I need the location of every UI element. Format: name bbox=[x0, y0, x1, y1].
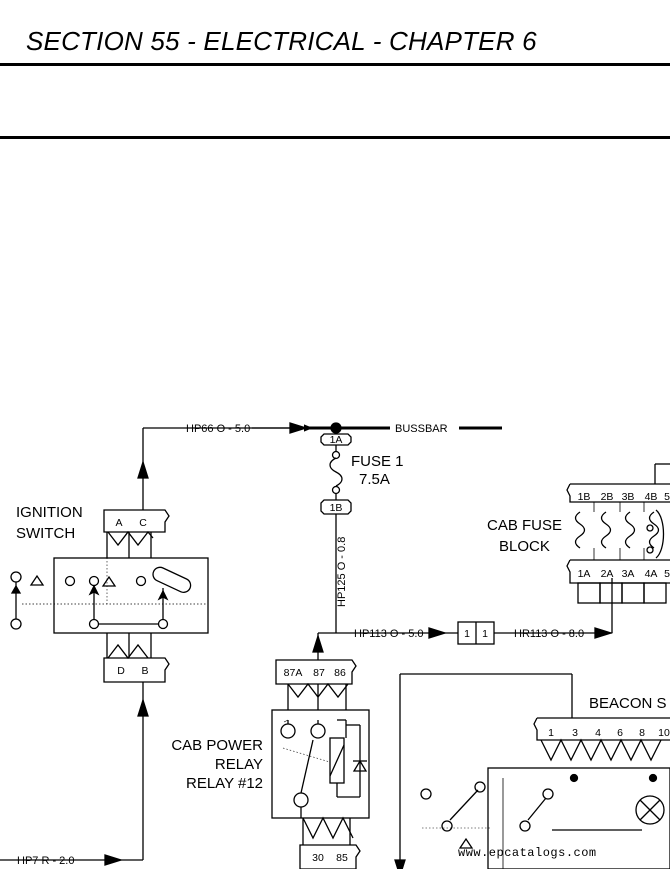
wire-label-hp66: HP66 O - 5.0 bbox=[186, 423, 250, 435]
inline-connector-right: 1 bbox=[482, 628, 488, 640]
beacon-pin: 4 bbox=[595, 727, 601, 739]
cab-power-relay bbox=[271, 659, 370, 869]
relay-label-2: RELAY bbox=[215, 756, 263, 773]
section-title: SECTION 55 - ELECTRICAL - CHAPTER 6 bbox=[26, 26, 537, 56]
fuse-rating: 7.5A bbox=[359, 471, 390, 488]
cab-fuse-block-label-2: BLOCK bbox=[499, 538, 550, 555]
ignition-pin-c: C bbox=[139, 517, 147, 529]
fuse-block-pin: 1A bbox=[578, 568, 591, 580]
fuse-block-pin: 1B bbox=[578, 491, 591, 503]
beacon-pin: 3 bbox=[572, 727, 578, 739]
fuse-block-pin: 4B bbox=[645, 491, 658, 503]
beacon-pin: 6 bbox=[617, 727, 623, 739]
relay-label-3: RELAY #12 bbox=[186, 775, 263, 792]
relay-pin-30: 30 bbox=[312, 852, 324, 864]
relay-label-1: CAB POWER bbox=[171, 737, 263, 754]
watermark: www.epcatalogs.com bbox=[458, 846, 597, 860]
beacon-pin: 10 bbox=[658, 727, 670, 739]
header-rule-top bbox=[0, 63, 670, 66]
ignition-pin-a: A bbox=[115, 517, 122, 529]
wire-label-hr113: HR113 O - 8.0 bbox=[514, 628, 584, 640]
header-rule-bottom bbox=[0, 136, 670, 139]
relay-pin-87a: 87A bbox=[284, 667, 303, 679]
fuse-block-pin: 4A bbox=[645, 568, 658, 580]
inline-connector-left: 1 bbox=[464, 628, 470, 640]
fuse-block-pin: 5 bbox=[664, 568, 670, 580]
fuse-block-pin: 5 bbox=[664, 491, 670, 503]
beacon-switch-label: BEACON S bbox=[589, 695, 667, 712]
wire-label-hp113: HP113 O - 5.0 bbox=[354, 628, 424, 640]
cab-fuse-block bbox=[566, 463, 670, 604]
relay-pin-86: 86 bbox=[334, 667, 346, 679]
fuse-block-pin: 3B bbox=[622, 491, 635, 503]
ignition-switch-label-2: SWITCH bbox=[16, 525, 75, 542]
ignition-switch bbox=[10, 509, 209, 683]
wire-label-hp7: HP7 R - 2.0 bbox=[17, 855, 74, 867]
ignition-pin-b: B bbox=[141, 665, 148, 677]
relay-pin-85: 85 bbox=[336, 852, 348, 864]
fuse-pin-bottom: 1B bbox=[330, 502, 343, 514]
fuse-pin-top: 1A bbox=[330, 434, 343, 446]
fuse-block-pin: 2B bbox=[601, 491, 614, 503]
relay-pin-87: 87 bbox=[313, 667, 325, 679]
ignition-pin-d: D bbox=[117, 665, 125, 677]
fuse-block-pin: 2A bbox=[601, 568, 614, 580]
fuse-block-pin: 3A bbox=[622, 568, 635, 580]
bussbar-label: BUSSBAR bbox=[395, 423, 448, 435]
cab-fuse-block-label-1: CAB FUSE bbox=[487, 517, 562, 534]
page-header: SECTION 55 - ELECTRICAL - CHAPTER 6 bbox=[0, 0, 670, 140]
fuse-name: FUSE 1 bbox=[351, 453, 404, 470]
beacon-pin: 1 bbox=[548, 727, 554, 739]
wire-label-hp125: HP125 O - 0.8 bbox=[336, 537, 348, 607]
beacon-switch bbox=[399, 673, 670, 869]
beacon-pin: 8 bbox=[639, 727, 645, 739]
ignition-switch-label-1: IGNITION bbox=[16, 504, 83, 521]
